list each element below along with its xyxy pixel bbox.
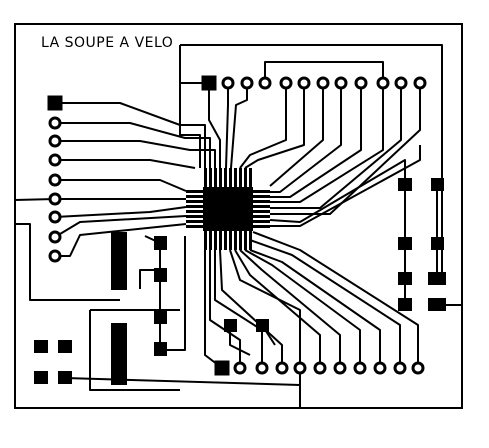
microcontroller-chip	[186, 168, 270, 250]
chip-bottom-pins	[204, 231, 252, 250]
left-header-pads	[47, 95, 63, 263]
chip-left-pins	[186, 190, 203, 228]
chip-right-pins	[253, 190, 270, 228]
board-outline	[14, 23, 463, 409]
solder-pads	[34, 75, 446, 385]
bottom-header-pads	[214, 360, 425, 376]
chip-top-pins	[204, 168, 252, 187]
board-title: LA SOUPE A VELO	[41, 35, 174, 51]
smd-pads	[34, 178, 446, 385]
top-header-pads	[201, 75, 427, 91]
